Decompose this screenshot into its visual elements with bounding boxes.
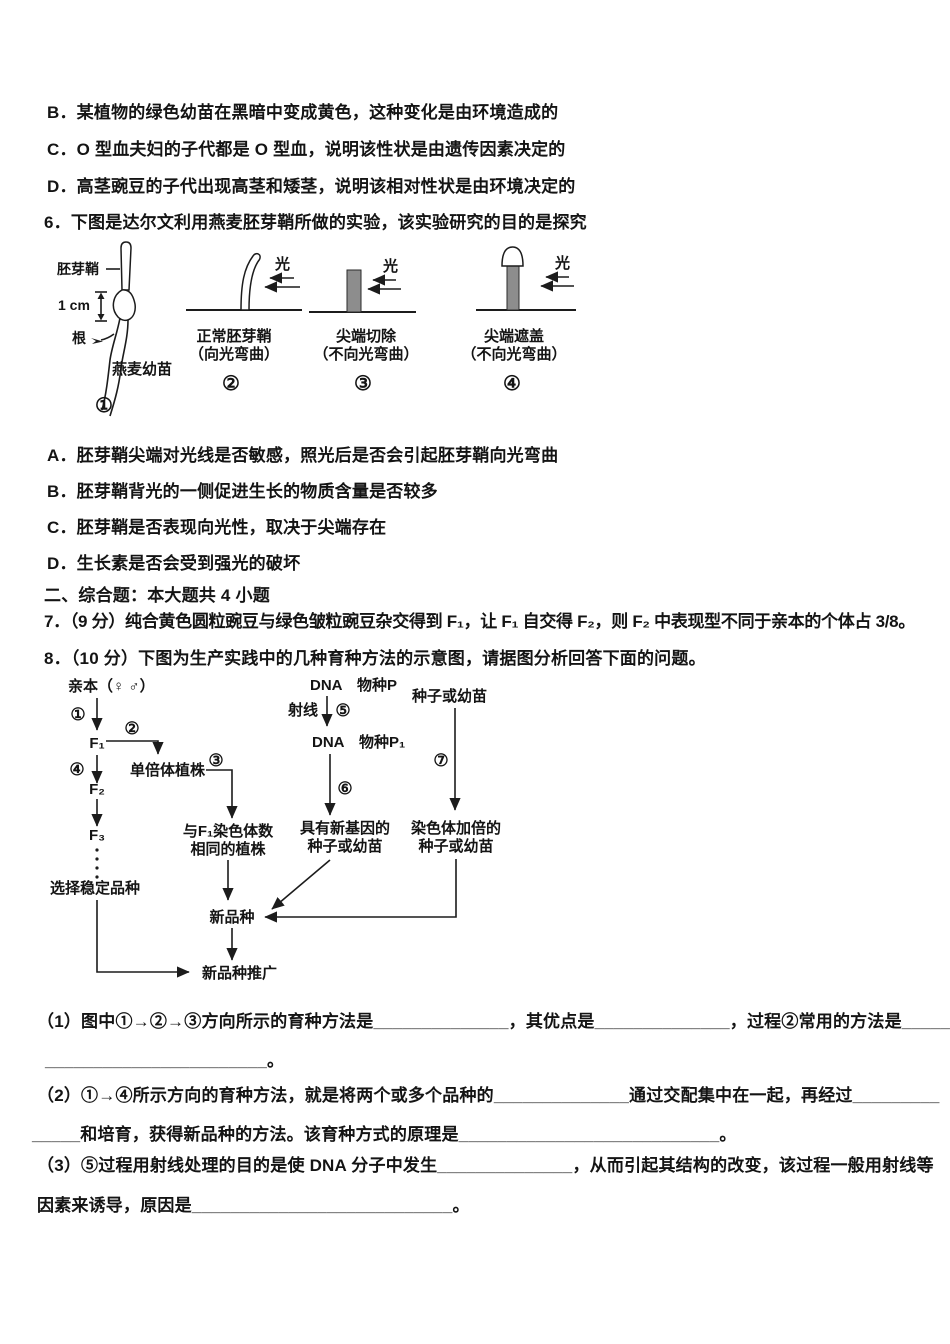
step-1: ① [70, 705, 85, 724]
q8-sub3-line1: （3）⑤过程用射线处理的目的是使 DNA 分子中发生______________… [37, 1156, 934, 1175]
q6-option-b: B．胚芽鞘背光的一侧促进生长的物质含量是否较多 [47, 482, 438, 501]
q8-sub2-line1: （2）①→④所示方向的育种方法，就是将两个或多个品种的_____________… [37, 1086, 940, 1105]
oat-seedling-drawing [91, 241, 136, 417]
panel3-light-label: 光 [382, 257, 398, 275]
label-ray: 射线 [287, 701, 318, 719]
q6-option-d: D．生长素是否会受到强光的破坏 [47, 554, 301, 573]
q8-sub1-line1: （1）图中①→②→③方向所示的育种方法是______________，其优点是_… [37, 1012, 950, 1031]
panel2-number: ② [222, 373, 240, 395]
label-coleoptile: 胚芽鞘 [57, 261, 99, 277]
step-6: ⑥ [337, 779, 352, 798]
step-3: ③ [208, 751, 223, 770]
step-7: ⑦ [433, 751, 448, 770]
node-f1: F₁ [89, 735, 104, 752]
panel4-number: ④ [503, 373, 521, 395]
q5-option-b: B．某植物的绿色幼苗在黑暗中变成黄色，这种变化是由环境造成的 [47, 103, 559, 122]
panel3-caption2: （不向光弯曲） [313, 345, 418, 363]
node-parents: 亲本（♀ ♂） [68, 677, 155, 695]
node-promotion: 新品种推广 [202, 964, 277, 982]
panel2-caption2: （向光弯曲） [189, 345, 279, 363]
node-new-gene-line1: 具有新基因的 [300, 819, 390, 837]
q5-option-c: C．O 型血夫妇的子代都是 O 型血，说明该性状是由遗传因素决定的 [47, 140, 566, 159]
panel3-number: ③ [354, 373, 372, 395]
label-oat-seedling: 燕麦幼苗 [112, 360, 172, 378]
node-chrom-doubled-line2: 种子或幼苗 [417, 837, 493, 855]
q6-stem: 6．下图是达尔文利用燕麦胚芽鞘所做的实验，该实验研究的目的是探究 [44, 213, 587, 232]
node-dna-p1: DNA 物种P₁ [312, 733, 405, 751]
panel1-number: ① [95, 395, 113, 417]
node-dna-p: DNA 物种P [310, 676, 397, 694]
node-new-gene-line2: 种子或幼苗 [306, 837, 382, 855]
panel4-drawing [476, 246, 576, 311]
q6-option-c: C．胚芽鞘是否表现向光性，取决于尖端存在 [47, 518, 387, 537]
section2-header: 二、综合题：本大题共 4 小题 [44, 586, 270, 605]
node-seed-or-seedling: 种子或幼苗 [411, 687, 487, 705]
q8-sub1-line2: _______________________。 [45, 1051, 285, 1070]
flowchart-connectors [91, 696, 461, 978]
panel4-light-label: 光 [554, 254, 570, 272]
panel2-caption1: 正常胚芽鞘 [196, 327, 271, 345]
node-same-chrom-line1: 与F₁染色体数 [183, 822, 274, 840]
q8-stem: 8．（10 分）下图为生产实践中的几种育种方法的示意图，请据图分析回答下面的问题… [44, 649, 706, 668]
node-chrom-doubled-line1: 染色体加倍的 [410, 819, 501, 837]
q5-option-d: D．高茎豌豆的子代出现高茎和矮茎，说明该相对性状是由环境决定的 [47, 177, 576, 196]
panel3-drawing [309, 269, 416, 313]
step-4: ④ [69, 760, 84, 779]
node-new-variety: 新品种 [209, 908, 254, 926]
q6-option-a: A．胚芽鞘尖端对光线是否敏感，照光后是否会引起胚芽鞘向光弯曲 [47, 446, 559, 465]
panel2-drawing [186, 252, 302, 311]
step-2: ② [124, 719, 139, 738]
label-root: 根 [72, 330, 87, 346]
node-f3: F₃ [89, 827, 105, 844]
q7-stem: 7．（9 分）纯合黄色圆粒豌豆与绿色皱粒豌豆杂交得到 F₁，让 F₁ 自交得 F… [44, 612, 916, 631]
node-select-stable: 选择稳定品种 [50, 879, 140, 897]
q8-sub2-line2: _____和培育，获得新品种的方法。该育种方式的原理是_____________… [32, 1125, 737, 1144]
panel4-caption1: 尖端遮盖 [484, 327, 544, 345]
coleoptile-experiment-figure: 胚芽鞘 1 cm 根 燕麦幼苗 ① 光 正常胚芽鞘 （向光弯曲） ② 光 尖端切… [57, 241, 576, 417]
node-f2: F₂ [89, 781, 105, 798]
label-1cm: 1 cm [58, 297, 90, 313]
panel4-caption2: （不向光弯曲） [461, 345, 566, 363]
panel2-light-label: 光 [274, 255, 290, 273]
q8-sub3-line2: 因素来诱导，原因是___________________________。 [37, 1196, 470, 1215]
node-same-chrom-line2: 相同的植株 [190, 840, 266, 858]
node-haploid: 单倍体植株 [130, 761, 206, 779]
breeding-methods-flowchart: 亲本（♀ ♂） ① F₁ ④ F₂ F₃ 选择稳定品种 ② 单倍体植株 ③ 与F… [50, 676, 501, 982]
step-5: ⑤ [335, 701, 350, 720]
panel3-caption1: 尖端切除 [336, 327, 397, 345]
